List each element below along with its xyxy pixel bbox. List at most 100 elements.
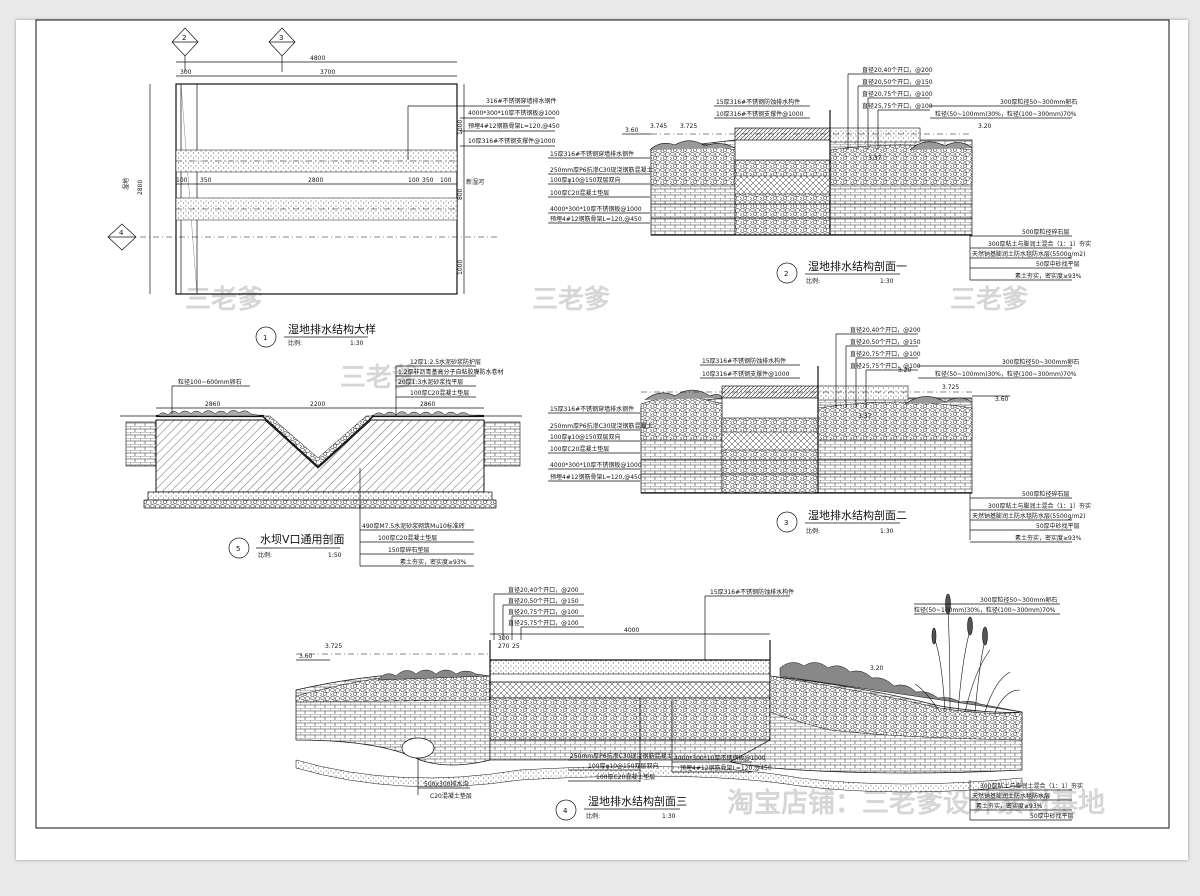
svg-text:直径20,75个开口，@100: 直径20,75个开口，@100	[850, 350, 921, 358]
svg-text:1.2厚非沥青基高分子自粘胶膜防水卷材: 1.2厚非沥青基高分子自粘胶膜防水卷材	[398, 368, 504, 376]
svg-text:新湿河: 新湿河	[466, 178, 484, 186]
svg-text:50厚中砂找平层: 50厚中砂找平层	[1036, 260, 1080, 268]
svg-text:直径20,75个开口，@100: 直径20,75个开口，@100	[862, 90, 933, 98]
svg-text:100厚φ10@150双层双向: 100厚φ10@150双层双向	[588, 762, 659, 770]
svg-text:直径25,75个开口，@100: 直径25,75个开口，@100	[850, 362, 921, 370]
svg-text:素土夯实，密实度≥93%: 素土夯实，密实度≥93%	[1015, 272, 1082, 280]
svg-text:500厚粒径碎石层: 500厚粒径碎石层	[1022, 490, 1069, 498]
section-4: 直径20,40个开口，@200 直径20,50个开口，@150 直径20,75个…	[295, 586, 1083, 821]
svg-text:2800: 2800	[137, 180, 144, 195]
svg-text:10厚316#不锈钢支撑件@1000: 10厚316#不锈钢支撑件@1000	[716, 110, 804, 118]
svg-text:素土夯实，密实度≥93%: 素土夯实，密实度≥93%	[976, 802, 1043, 810]
watermarks: 三老爹 三老爹 三老爹 三老爹 淘宝店铺：三老爹设计素材基地	[185, 285, 1105, 819]
callout-3: 3	[268, 27, 296, 72]
svg-text:3.37: 3.37	[858, 413, 872, 420]
svg-text:300厚粘土与膨润土混合（1：1）夯实: 300厚粘土与膨润土混合（1：1）夯实	[980, 782, 1083, 790]
svg-text:3.725: 3.725	[680, 123, 697, 130]
svg-text:100厚C20混凝土垫层: 100厚C20混凝土垫层	[378, 534, 437, 542]
svg-text:100厚φ10@150双层双向: 100厚φ10@150双层双向	[550, 433, 621, 441]
svg-text:1000: 1000	[457, 120, 464, 135]
detail-1-title: 湿地排水结构大样	[288, 322, 376, 336]
section-2-number: 2	[784, 270, 788, 278]
svg-text:2860: 2860	[420, 401, 435, 408]
section-4-layer-table: 300厚粘土与膨润土混合（1：1）夯实 天然钠基膨润土防水毯防水层 素土夯实，密…	[969, 780, 1083, 821]
svg-text:C20混凝土垫层: C20混凝土垫层	[430, 792, 472, 800]
svg-text:粒径(50~100mm)30%，粒径(100~300mm)7: 粒径(50~100mm)30%，粒径(100~300mm)70%	[935, 110, 1077, 118]
svg-text:比例:: 比例:	[258, 551, 272, 559]
svg-text:4000: 4000	[624, 627, 639, 634]
svg-text:3.20: 3.20	[898, 367, 912, 374]
shop-watermark: 淘宝店铺：三老爹设计素材基地	[727, 787, 1105, 819]
callout-4: 4	[107, 223, 137, 251]
dim-total: 4800	[310, 55, 325, 62]
svg-text:4000*300*10厚不锈钢板@1000: 4000*300*10厚不锈钢板@1000	[674, 754, 766, 762]
svg-text:2860: 2860	[205, 401, 220, 408]
dim-left: 300	[180, 69, 192, 76]
svg-text:100: 100	[176, 177, 188, 184]
section-5-number: 5	[236, 545, 240, 553]
section-2-layer-table: 500厚粒径碎石层 300厚粘土与膨润土混合（1：1）夯实 天然钠基膨润土防水毯…	[969, 228, 1091, 281]
svg-text:500x300排水沟: 500x300排水沟	[424, 780, 468, 788]
svg-text:4000*300*10厚不锈钢板@1000: 4000*300*10厚不锈钢板@1000	[468, 109, 560, 117]
svg-text:比例:: 比例:	[806, 527, 820, 535]
svg-text:比例:: 比例:	[586, 812, 600, 820]
svg-text:100: 100	[440, 177, 452, 184]
watermark-1: 三老爹	[185, 285, 263, 315]
dim-inner: 3700	[320, 69, 335, 76]
svg-text:3.20: 3.20	[870, 665, 884, 672]
svg-text:25: 25	[512, 643, 520, 650]
svg-text:粒径100~600mm卵石: 粒径100~600mm卵石	[178, 378, 242, 386]
svg-text:250mm厚P6抗渗C30现浇钢筋混凝土: 250mm厚P6抗渗C30现浇钢筋混凝土	[570, 752, 672, 760]
svg-text:4: 4	[119, 229, 124, 237]
svg-text:3: 3	[279, 34, 283, 42]
section-4-drain-notes: 500x300排水沟 C20混凝土垫层	[417, 758, 472, 800]
watermark-4: 三老爹	[340, 363, 418, 393]
svg-text:直径20,40个开口，@200: 直径20,40个开口，@200	[850, 326, 921, 334]
svg-text:直径20,75个开口，@100: 直径20,75个开口，@100	[508, 608, 579, 616]
section-2-title: 湿地排水结构剖面一	[808, 259, 907, 273]
detail-1-plan: 2 3 4 4800 300 3700 100	[107, 27, 560, 348]
svg-text:1000: 1000	[457, 260, 464, 275]
svg-text:15厚316#不锈钢防蚀排水构件: 15厚316#不锈钢防蚀排水构件	[702, 357, 786, 365]
svg-text:270: 270	[498, 643, 510, 650]
section-4-pipe-notes: 直径20,40个开口，@200 直径20,50个开口，@150 直径20,75个…	[493, 586, 584, 640]
svg-text:1:30: 1:30	[350, 340, 364, 347]
svg-text:316#不锈钢穿墙排水钢件: 316#不锈钢穿墙排水钢件	[486, 97, 556, 105]
section-5: 2860 2200 2860 粒径100~600mm卵石 12厚1:2.5水泥砂…	[120, 358, 522, 567]
svg-text:100厚C20混凝土垫层: 100厚C20混凝土垫层	[410, 389, 469, 397]
svg-text:100厚C20混凝土垫层: 100厚C20混凝土垫层	[596, 773, 655, 781]
svg-text:800: 800	[457, 188, 464, 200]
svg-text:直径20,40个开口，@200: 直径20,40个开口，@200	[508, 586, 579, 594]
svg-text:2: 2	[182, 34, 186, 42]
svg-text:100厚C20混凝土垫层: 100厚C20混凝土垫层	[550, 189, 609, 197]
svg-text:3.37: 3.37	[868, 155, 882, 162]
section-4-title: 湿地排水结构剖面三	[588, 794, 687, 808]
svg-text:预埋4#12钢筋骨架L=120,@450: 预埋4#12钢筋骨架L=120,@450	[468, 122, 560, 130]
section-5-bottom-notes: 490厚M7.5水泥砂浆砌筑Mu10标准砖 100厚C20混凝土垫层 150厚碎…	[359, 468, 474, 567]
svg-text:1:30: 1:30	[880, 278, 894, 285]
svg-text:3.60: 3.60	[625, 127, 639, 134]
svg-text:直径20,40个开口，@200: 直径20,40个开口，@200	[862, 66, 933, 74]
svg-text:3.725: 3.725	[942, 384, 959, 391]
svg-text:100厚C20混凝土垫层: 100厚C20混凝土垫层	[550, 445, 609, 453]
section-5-title: 水坝V口通用剖面	[260, 532, 345, 546]
svg-text:490厚M7.5水泥砂浆砌筑Mu10标准砖: 490厚M7.5水泥砂浆砌筑Mu10标准砖	[362, 522, 465, 530]
section-2-pipe-notes: 直径20,40个开口，@200 直径20,50个开口，@150 直径20,75个…	[847, 66, 933, 150]
svg-text:4000*300*10厚不锈钢板@1000: 4000*300*10厚不锈钢板@1000	[550, 205, 642, 213]
svg-text:1:30: 1:30	[880, 528, 894, 535]
section-3-layer-table: 500厚粒径碎石层 300厚粘土与膨润土混合（1：1）夯实 天然钠基膨润土防水毯…	[969, 490, 1091, 543]
svg-text:天然钠基膨润土防水毯防水层: 天然钠基膨润土防水毯防水层	[972, 792, 1050, 800]
svg-text:直径25,75个开口，@100: 直径25,75个开口，@100	[508, 619, 579, 627]
svg-text:300厚粒径50~300mm卵石: 300厚粒径50~300mm卵石	[1002, 358, 1079, 366]
svg-text:预埋4#12钢筋骨架L=120,@450: 预埋4#12钢筋骨架L=120,@450	[550, 215, 642, 223]
svg-text:150厚碎石垫层: 150厚碎石垫层	[388, 546, 429, 554]
svg-text:素土夯实，密实度≥93%: 素土夯实，密实度≥93%	[400, 558, 467, 566]
section-3-title: 湿地排水结构剖面二	[808, 508, 907, 522]
svg-text:50厚中砂找平层: 50厚中砂找平层	[1036, 522, 1080, 530]
section-2: 直径20,40个开口，@200 直径20,50个开口，@150 直径20,75个…	[548, 66, 1091, 285]
svg-text:直径25,75个开口，@100: 直径25,75个开口，@100	[862, 102, 933, 110]
svg-text:3.60: 3.60	[995, 396, 1009, 403]
svg-text:素土夯实，密实度≥93%: 素土夯实，密实度≥93%	[1015, 534, 1082, 542]
svg-text:比例:: 比例:	[806, 277, 820, 285]
